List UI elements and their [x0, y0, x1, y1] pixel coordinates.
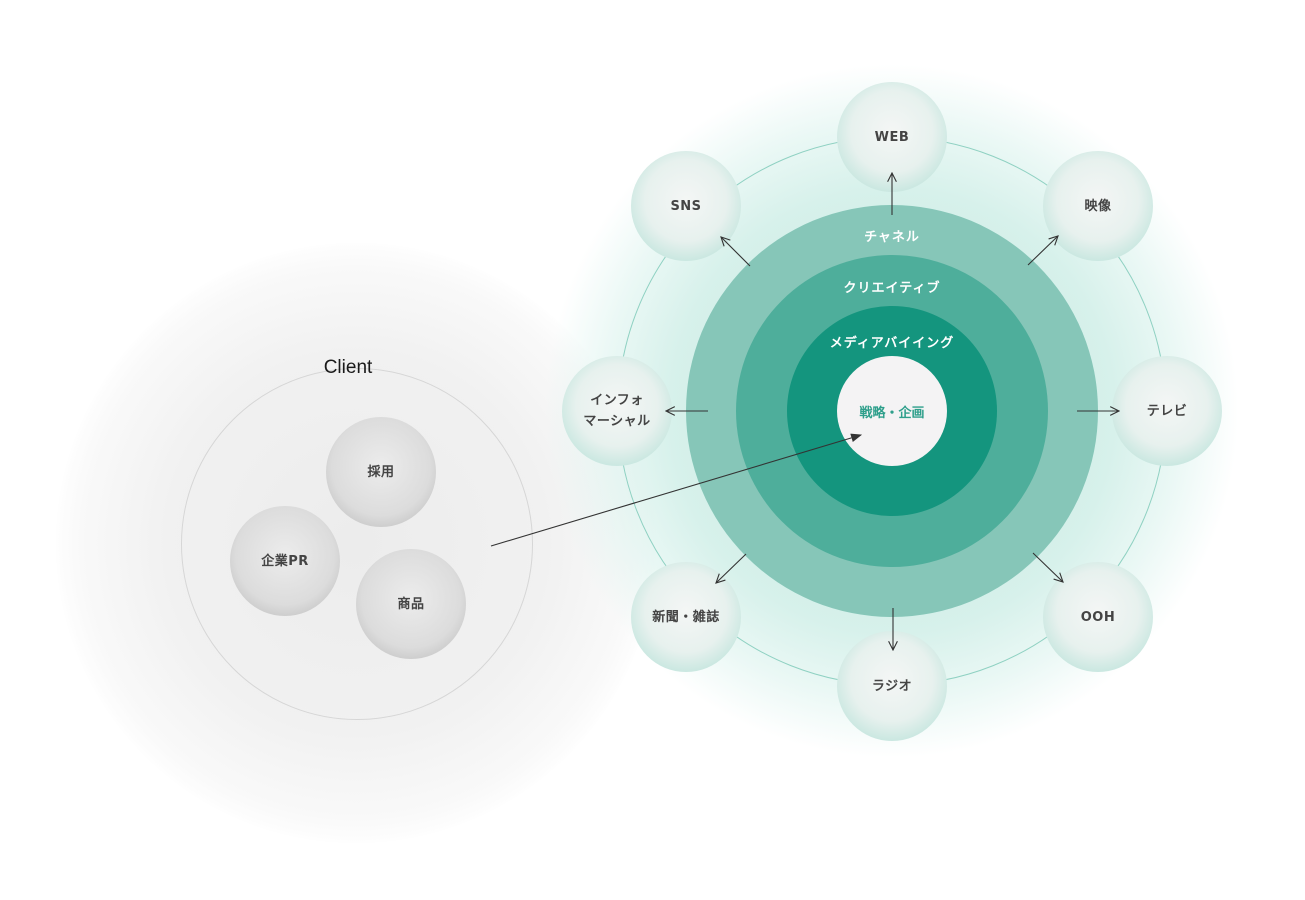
arrow-client-to-core	[490, 433, 863, 547]
ring-label-media-buying: メディアバイイング	[829, 336, 955, 351]
node-label: ラジオ	[871, 678, 913, 694]
ring-label-channel: チャネル	[864, 230, 920, 245]
channel-infomercial: インフォマーシャル	[562, 356, 672, 466]
client-item-recruiting: 採用	[326, 417, 436, 527]
node-label: 商品	[397, 596, 425, 612]
node-label: WEB	[874, 129, 910, 145]
client-item-product: 商品	[356, 549, 466, 659]
node-label: 新聞・雑誌	[652, 609, 720, 625]
arrow-to-video	[1027, 236, 1058, 266]
node-label: 採用	[367, 464, 395, 480]
client-title: Client	[323, 357, 373, 378]
channel-video: 映像	[1043, 151, 1153, 261]
node-label-line: マーシャル	[583, 414, 651, 429]
node-label: テレビ	[1146, 403, 1188, 419]
arrow-to-sns	[721, 237, 751, 267]
core-center: 戦略・企画	[837, 356, 947, 466]
channel-tv: テレビ	[1112, 356, 1222, 466]
arrow-to-ooh	[1032, 552, 1063, 582]
node-label: SNS	[670, 198, 702, 214]
node-label-line: インフォ	[590, 393, 644, 408]
client-item-corporate-pr: 企業PR	[230, 506, 340, 616]
arrow-to-print	[716, 553, 747, 583]
node-label: インフォマーシャル	[583, 390, 650, 432]
center-label: 戦略・企画	[859, 405, 925, 421]
client-circle	[181, 368, 533, 720]
ring-label-creative: クリエイティブ	[843, 281, 941, 296]
node-label: 企業PR	[261, 553, 309, 569]
node-label: 映像	[1084, 198, 1112, 214]
node-label: OOH	[1080, 609, 1116, 625]
